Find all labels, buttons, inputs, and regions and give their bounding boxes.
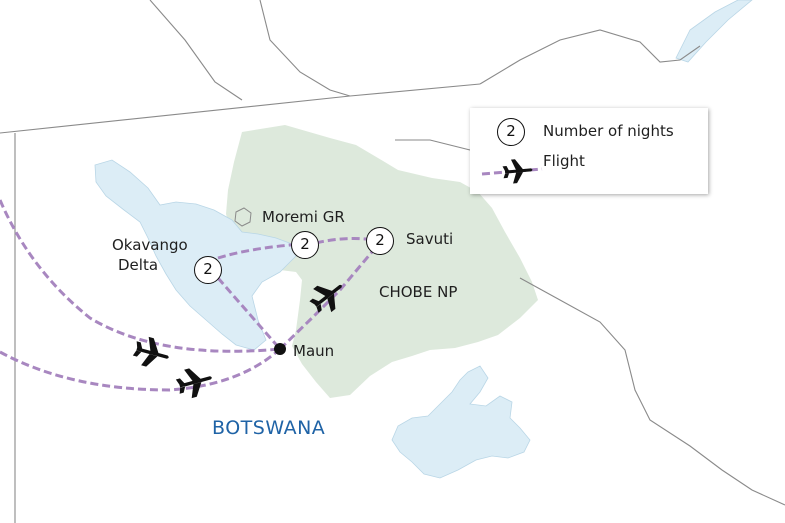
label-savuti: Savuti: [406, 230, 454, 248]
label-chobe-np: CHOBE NP: [379, 283, 458, 301]
label-maun: Maun: [293, 342, 335, 360]
label-country-botswana: BOTSWANA: [212, 417, 326, 439]
legend-nights-label: Number of nights: [543, 122, 674, 140]
moremi-marker: [234, 207, 252, 227]
label-moremi-gr: Moremi GR: [262, 208, 345, 226]
flight-route-west-lower: [0, 347, 282, 392]
plane-icon: [132, 336, 169, 367]
maun-hub-dot: [274, 343, 286, 355]
label-okavango-delta-line1: Okavango: [112, 236, 188, 254]
chobe-national-park-area: [226, 125, 538, 398]
map-legend: 2 Number of nights Flight: [470, 108, 708, 194]
road-route-delta-maun: [216, 277, 282, 350]
nights-badge-savuti: 2: [366, 227, 394, 255]
legend-flight-label: Flight: [543, 152, 585, 170]
flight-route-maun-savuti: [278, 239, 384, 351]
plane-icon: [175, 368, 212, 399]
label-okavango-delta-line2: Delta: [118, 256, 159, 274]
okavango-delta-water: [94, 159, 301, 351]
nights-badge-okavango-delta: 2: [194, 256, 222, 284]
legend-nights-badge: 2: [497, 118, 525, 146]
flight-route-west-upper: [0, 199, 281, 353]
legend-flight-symbol: [481, 159, 543, 184]
river-water: [675, 0, 753, 63]
nights-badge-moremi-gr: 2: [291, 231, 319, 259]
southeast-pan-water: [391, 365, 531, 479]
plane-icon: [309, 284, 342, 313]
legend-plane-icon: [502, 159, 533, 184]
